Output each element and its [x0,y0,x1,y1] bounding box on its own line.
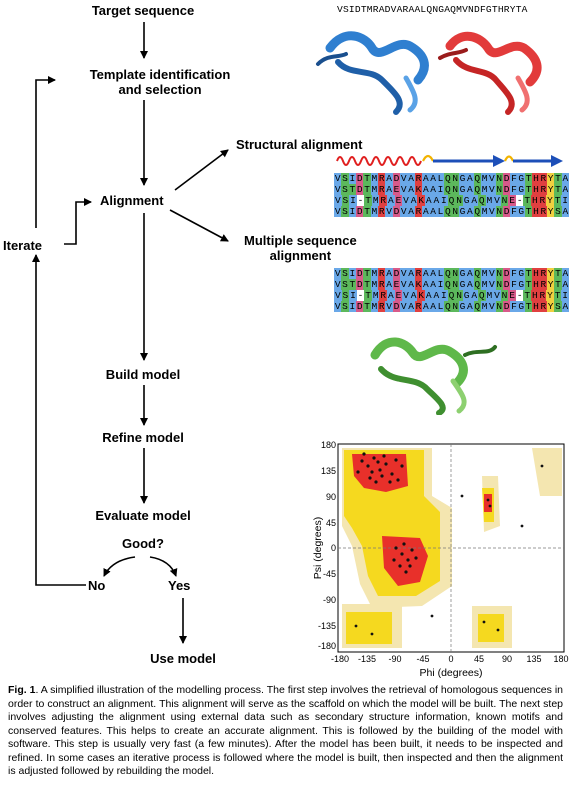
arrow-no-iterate [32,254,86,586]
step-multiple-sequence-alignment: Multiple sequence alignment [244,233,357,263]
step-structural-alignment: Structural alignment [236,137,363,152]
arrow-iterate-template [35,76,56,228]
rama-xtick: -180 [330,654,350,664]
helix-symbol [336,156,422,166]
arrow-alignment-msa [169,209,229,242]
loop-symbol [422,154,434,162]
rama-ytick: -135 [317,621,336,631]
rama-xtick: -135 [357,654,377,664]
strand-arrow-2 [551,155,563,167]
target-sequence-text: VSIDTMRADVARAALQNGAQMVNDFGTHRYTA [337,4,528,15]
rama-ytick: 135 [320,466,336,476]
step-refine-model: Refine model [102,430,184,445]
arrow-iterate-alignment [64,198,92,245]
template-line2: and selection [118,82,202,97]
blue-protein-ribbon [316,31,429,115]
arrow-good-no [103,556,136,577]
red-protein-ribbon [438,31,542,115]
rama-core-alpha [382,536,428,586]
rama-ytick: 45 [325,518,336,528]
rama-xtick: 45 [473,654,485,664]
rama-xtick: 135 [526,654,542,664]
rama-ytick: 0 [330,543,336,553]
step-template-identification: Template identification and selection [90,67,231,97]
model-protein-image [370,337,497,415]
rama-xtick: -90 [388,654,402,664]
step-alignment: Alignment [100,193,164,208]
rama-ytick: -180 [317,641,336,651]
step-evaluate-model: Evaluate model [95,508,191,523]
ramachandran-plot: Psi (degrees) Phi (degrees) 180 135 90 4… [312,436,571,681]
msa-line2: alignment [269,248,332,263]
rama-xlabel: Phi (degrees) [419,667,483,679]
msa-line1: Multiple sequence [244,233,357,248]
step-good-question: Good? [122,536,164,551]
flow-arrows [32,22,229,644]
rama-xtick: -45 [416,654,430,664]
rama-ytick: -45 [322,569,336,579]
rama-core-beta [352,454,408,492]
ramachandran-svg [337,443,565,653]
arrow-good-yes [149,556,178,577]
rama-xtick: 0 [448,654,454,664]
template-proteins-image [316,31,542,115]
step-use-model: Use model [150,651,216,666]
rama-xtick: 90 [501,654,513,664]
rama-xtick: 180 [553,654,569,664]
step-yes: Yes [168,578,191,593]
rama-ytick: 90 [325,492,336,502]
step-no: No [88,578,106,593]
step-target-sequence: Target sequence [91,3,195,18]
figure-caption: Fig. 1. A simplified illustration of the… [8,684,563,779]
strand-arrow-1 [493,155,505,167]
rama-ytick: 180 [320,440,336,450]
rama-ytick: -90 [322,595,336,605]
step-iterate: Iterate [3,238,43,253]
step-build-model: Build model [105,367,181,382]
caption-text: . A simplified illustration of the model… [8,684,563,777]
template-line1: Template identification [89,67,231,82]
rama-points [354,452,544,636]
caption-label: Fig. 1 [8,684,36,696]
secondary-structure-diagram [336,154,563,167]
arrow-alignment-structural [174,149,229,191]
